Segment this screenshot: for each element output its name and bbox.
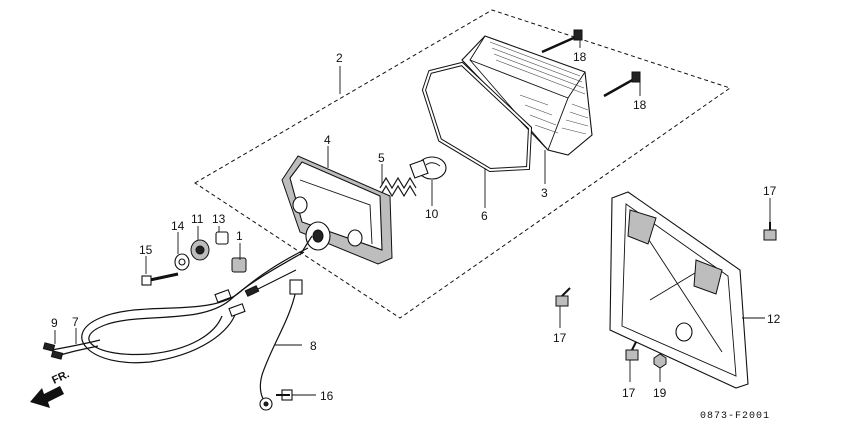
leader-lines [54,40,771,396]
callout-1: 1 [236,229,243,243]
callout-4: 4 [324,133,331,147]
assembly-boundary [194,9,732,319]
ground-wire [259,279,303,411]
callout-17-right: 17 [763,184,777,198]
license-bracket [609,191,749,389]
callout-10: 10 [425,207,439,221]
callout-labels: 1 2 3 4 5 6 7 8 9 10 11 12 13 14 15 16 1… [51,50,781,403]
screw-18-upper [541,29,583,54]
connector-1 [231,257,247,273]
callout-16: 16 [320,389,334,403]
screw-16 [276,389,293,401]
callout-19: 19 [653,386,667,400]
lens-gasket [421,61,533,173]
direction-label: FR. [50,368,71,386]
bulb [409,156,447,180]
nut-19 [653,353,667,369]
callout-17-middle: 17 [553,331,567,345]
callout-5: 5 [378,151,385,165]
callout-12: 12 [767,312,781,326]
bolt-17-middle [555,287,571,307]
drawing-code: 0873-F2001 [700,411,770,422]
callout-14: 14 [171,219,185,233]
grommet-11 [190,239,210,261]
wire-harness [42,247,309,364]
callout-6: 6 [481,209,488,223]
bolt-17-right [763,222,777,241]
callout-8: 8 [310,339,317,353]
tail-light-lens [461,35,593,156]
callout-18-upper: 18 [573,50,587,64]
bolt-17-bottom [625,341,639,361]
callout-13: 13 [212,212,226,226]
spring [379,176,417,198]
collar-13 [215,231,229,245]
light-housing [281,155,393,265]
callout-2: 2 [336,51,343,65]
grommet-14 [174,253,190,271]
screw-18-lower [603,71,641,98]
callout-11: 11 [191,212,204,226]
screw-15 [141,272,179,286]
front-direction-arrow: FR. [30,368,71,408]
callout-7: 7 [72,315,79,329]
callout-17-bottom: 17 [622,386,636,400]
callout-18-lower: 18 [633,98,647,112]
callout-3: 3 [541,186,548,200]
callout-9: 9 [51,316,58,330]
callout-15: 15 [139,243,153,257]
